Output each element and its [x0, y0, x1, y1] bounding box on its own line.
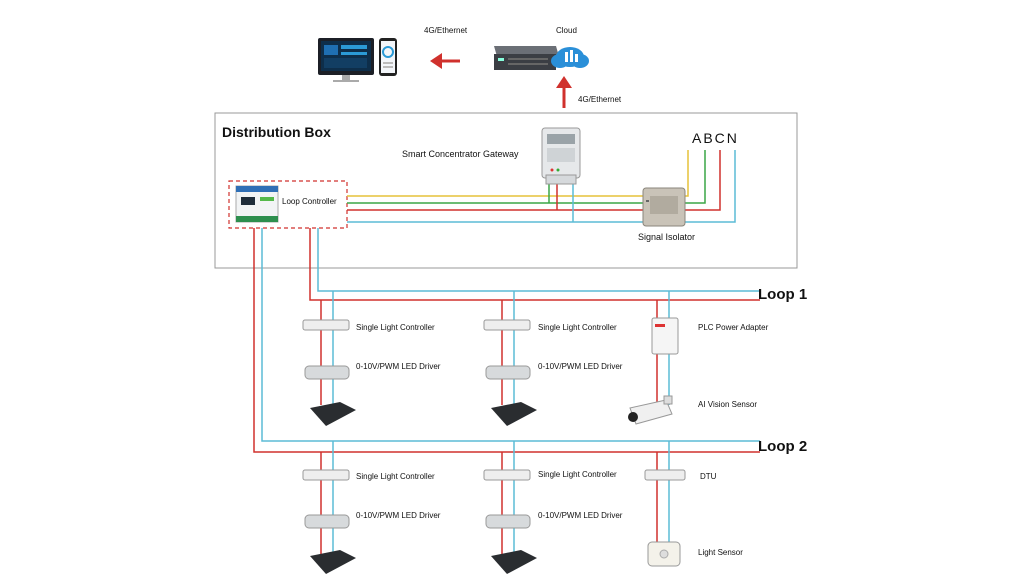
led-driver-label: 0-10V/PWM LED Driver: [356, 511, 441, 520]
led-driver-label: 0-10V/PWM LED Driver: [538, 511, 623, 520]
link-label-monitor: 4G/Ethernet: [424, 26, 468, 35]
phase-labels: ABCN: [692, 130, 739, 146]
single-light-controller-icon: [302, 319, 531, 481]
gateway-label: Smart Concentrator Gateway: [402, 149, 519, 159]
light-sensor-label: Light Sensor: [698, 548, 743, 557]
loop-1-label: Loop 1: [758, 286, 808, 303]
neutral-wire: [347, 150, 736, 223]
dtu-label: DTU: [700, 472, 717, 481]
cloud-label: Cloud: [556, 26, 577, 35]
left-arrow-icon: [430, 53, 460, 69]
phase-c-wire: [347, 150, 721, 211]
single-light-controller-label: Single Light Controller: [356, 472, 435, 481]
loop-2-branches: [320, 441, 670, 555]
gateway-device-icon: [541, 127, 581, 185]
plc-power-adapter-label: PLC Power Adapter: [698, 323, 769, 332]
monitor-icon: [318, 38, 374, 82]
single-light-controller-label: Single Light Controller: [538, 323, 617, 332]
led-driver-label: 0-10V/PWM LED Driver: [356, 362, 441, 371]
loop-1-branches: [320, 291, 670, 405]
server-rack-icon: [494, 46, 560, 70]
street-light-icon: [310, 402, 537, 574]
loop-controller-label: Loop Controller: [282, 197, 337, 206]
dtu-icon: [644, 469, 686, 481]
distribution-box-frame: [214, 112, 798, 269]
phone-icon: [379, 38, 397, 76]
single-light-controller-label: Single Light Controller: [356, 323, 435, 332]
controller-feed-wires: [253, 228, 760, 453]
signal-isolator-icon: [642, 187, 686, 227]
link-label-gateway: 4G/Ethernet: [578, 95, 622, 104]
ai-vision-sensor-label: AI Vision Sensor: [698, 400, 757, 409]
loop-2-label: Loop 2: [758, 438, 808, 455]
single-light-controller-label: Single Light Controller: [538, 470, 617, 479]
light-sensor-icon: [647, 541, 681, 567]
up-arrow-icon: [556, 76, 572, 108]
phase-b-wire: [347, 150, 706, 204]
loop-controller-icon: [235, 185, 279, 223]
phase-wires: [347, 150, 736, 223]
signal-isolator-label: Signal Isolator: [638, 232, 696, 242]
camera-icon: [628, 395, 673, 425]
led-driver-icon: [304, 365, 531, 529]
phase-a-wire: [347, 150, 689, 197]
cloud-icon: [551, 47, 589, 68]
led-driver-label: 0-10V/PWM LED Driver: [538, 362, 623, 371]
plc-power-adapter-icon: [651, 317, 679, 355]
loop-controller-frame: [228, 180, 348, 229]
distribution-box-title: Distribution Box: [222, 124, 331, 140]
